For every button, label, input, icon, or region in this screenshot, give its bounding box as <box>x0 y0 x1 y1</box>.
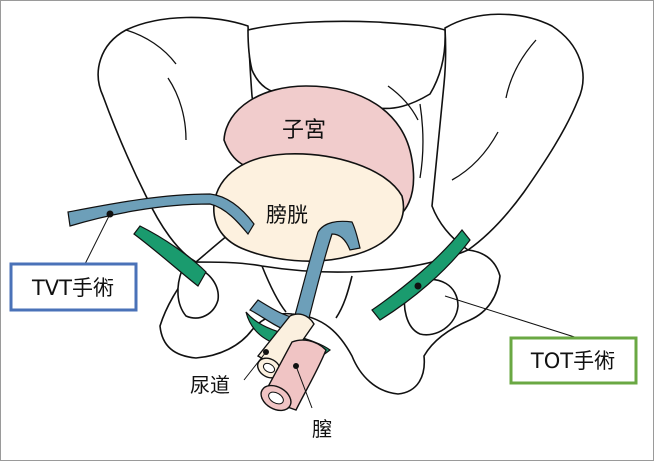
urethra-label: 尿道 <box>190 373 230 397</box>
tot-marker-dot <box>414 282 422 290</box>
vagina-marker-dot <box>293 363 299 369</box>
marker-dots <box>106 210 422 369</box>
tvt-marker-dot <box>106 210 114 218</box>
uterus-label: 子宮 <box>282 118 326 143</box>
tvt-callout: TVT手術 <box>9 262 138 312</box>
urethra-marker-dot <box>263 349 269 355</box>
leader-lines <box>83 213 585 409</box>
urethra <box>256 313 315 379</box>
vagina-label: 膣 <box>312 417 332 441</box>
tot-box <box>509 336 638 385</box>
tvt-box <box>9 262 138 312</box>
tvt-label: TVT手術 <box>31 276 114 300</box>
bladder-label: 膀胱 <box>266 203 308 227</box>
tot-label: TOT手術 <box>530 349 615 373</box>
vagina <box>260 339 327 412</box>
tot-callout: TOT手術 <box>509 336 638 385</box>
